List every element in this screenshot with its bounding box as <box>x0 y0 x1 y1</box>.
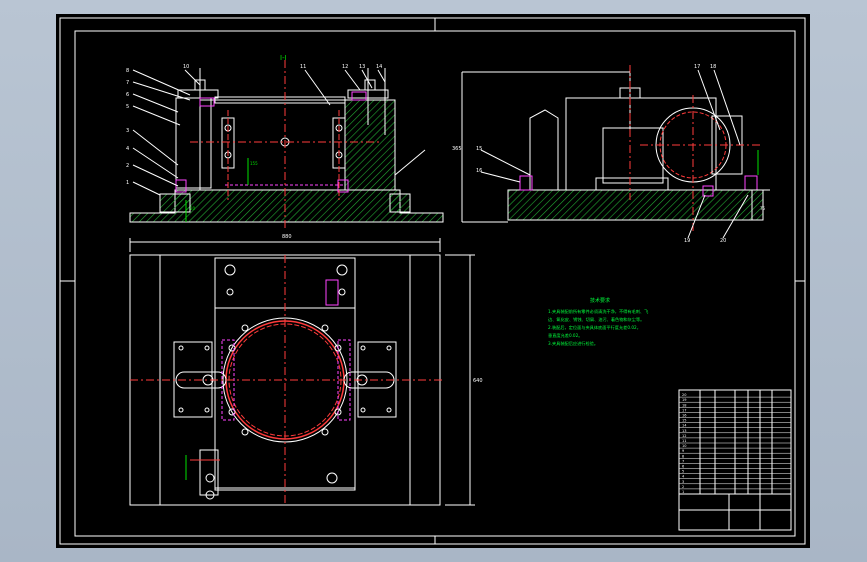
title-block <box>678 389 792 531</box>
title-block-row-number: 1 <box>682 490 684 494</box>
dim-overall-height: 640 <box>473 378 483 384</box>
balloon-left-7: 7 <box>126 80 129 86</box>
dim-side-height: 365 <box>452 146 462 152</box>
title-block-row-number: 17 <box>682 408 686 412</box>
balloon-left-5: 5 <box>126 104 129 110</box>
tech-line-4: 垂直度允差0.02。 <box>548 332 582 339</box>
balloon-top-10: 10 <box>183 64 189 70</box>
drawing-frame <box>59 17 806 545</box>
balloon-top-12: 12 <box>342 64 348 70</box>
balloon-top-13: 13 <box>359 64 365 70</box>
title-block-row-number: 16 <box>682 414 686 418</box>
title-block-row-number: 12 <box>682 434 686 438</box>
side-view <box>461 65 770 239</box>
title-block-row-number: 9 <box>682 449 684 453</box>
title-block-row-number: 19 <box>682 398 686 402</box>
balloon-side-15: 15 <box>476 146 482 152</box>
balloon-side-16: 16 <box>476 168 482 174</box>
tech-requirements: 技术要求 1.夹具装配前所有零件必须清洗干净，不得有毛刺、飞 边、氧化皮、锈蚀、… <box>548 297 649 347</box>
title-block-row-number: 11 <box>682 439 686 443</box>
balloon-left-2: 2 <box>126 163 129 169</box>
balloon-side-18: 18 <box>710 64 716 70</box>
balloon-top-14: 14 <box>376 64 382 70</box>
tech-line-2: 边、氧化皮、锈蚀、切屑、油污、着色物和灰尘等。 <box>548 316 644 323</box>
tech-requirements-title: 技术要求 <box>590 297 610 304</box>
drawing-viewport[interactable] <box>56 14 810 548</box>
balloon-top-11: 11 <box>300 64 306 70</box>
title-block-row-number: 20 <box>682 393 686 397</box>
title-block-row-number: 14 <box>682 424 687 428</box>
section-label: I-I <box>280 54 287 62</box>
tech-line-1: 1.夹具装配前所有零件必须清洗干净，不得有毛刺、飞 <box>548 308 649 315</box>
part-balloons: 8 7 6 5 3 4 2 1 10 11 12 13 14 15 16 17 18 19 20 <box>126 64 726 244</box>
balloon-left-1: 1 <box>126 180 129 186</box>
title-block-row-number: 13 <box>682 429 686 433</box>
tech-line-3: 2.装配后，定位面与夹具体底面平行度允差0.02， <box>548 324 641 331</box>
title-block-row-number: 3 <box>682 480 684 484</box>
title-block-row-number: 18 <box>682 403 686 407</box>
title-block-row-number: 8 <box>682 454 684 458</box>
balloon-side-17: 17 <box>694 64 700 70</box>
title-block-row-number: 4 <box>682 475 685 479</box>
balloon-left-3: 3 <box>126 128 129 134</box>
plan-view <box>129 238 475 506</box>
dim-center-height: 155 <box>250 161 258 166</box>
balloon-left-6: 6 <box>126 92 129 98</box>
dim-right-width: 75 <box>760 206 766 211</box>
title-block-row-number: 6 <box>682 465 684 469</box>
balloon-left-4: 4 <box>126 146 129 152</box>
title-block-row-number: 15 <box>682 419 686 423</box>
front-section-view <box>129 60 444 228</box>
balloon-left-8: 8 <box>126 68 129 74</box>
title-block-row-number: 7 <box>682 459 684 463</box>
title-block-row-number: 5 <box>682 470 684 474</box>
title-block-row-number: 10 <box>682 444 686 448</box>
dim-overall-width: 880 <box>282 234 292 240</box>
title-block-row-number: 2 <box>682 485 684 489</box>
dim-left-height: 20 <box>190 206 196 211</box>
balloon-side-20: 20 <box>720 238 726 244</box>
tech-line-5: 3.夹具装配后应进行检验。 <box>548 340 598 347</box>
balloon-side-19: 19 <box>684 238 690 244</box>
